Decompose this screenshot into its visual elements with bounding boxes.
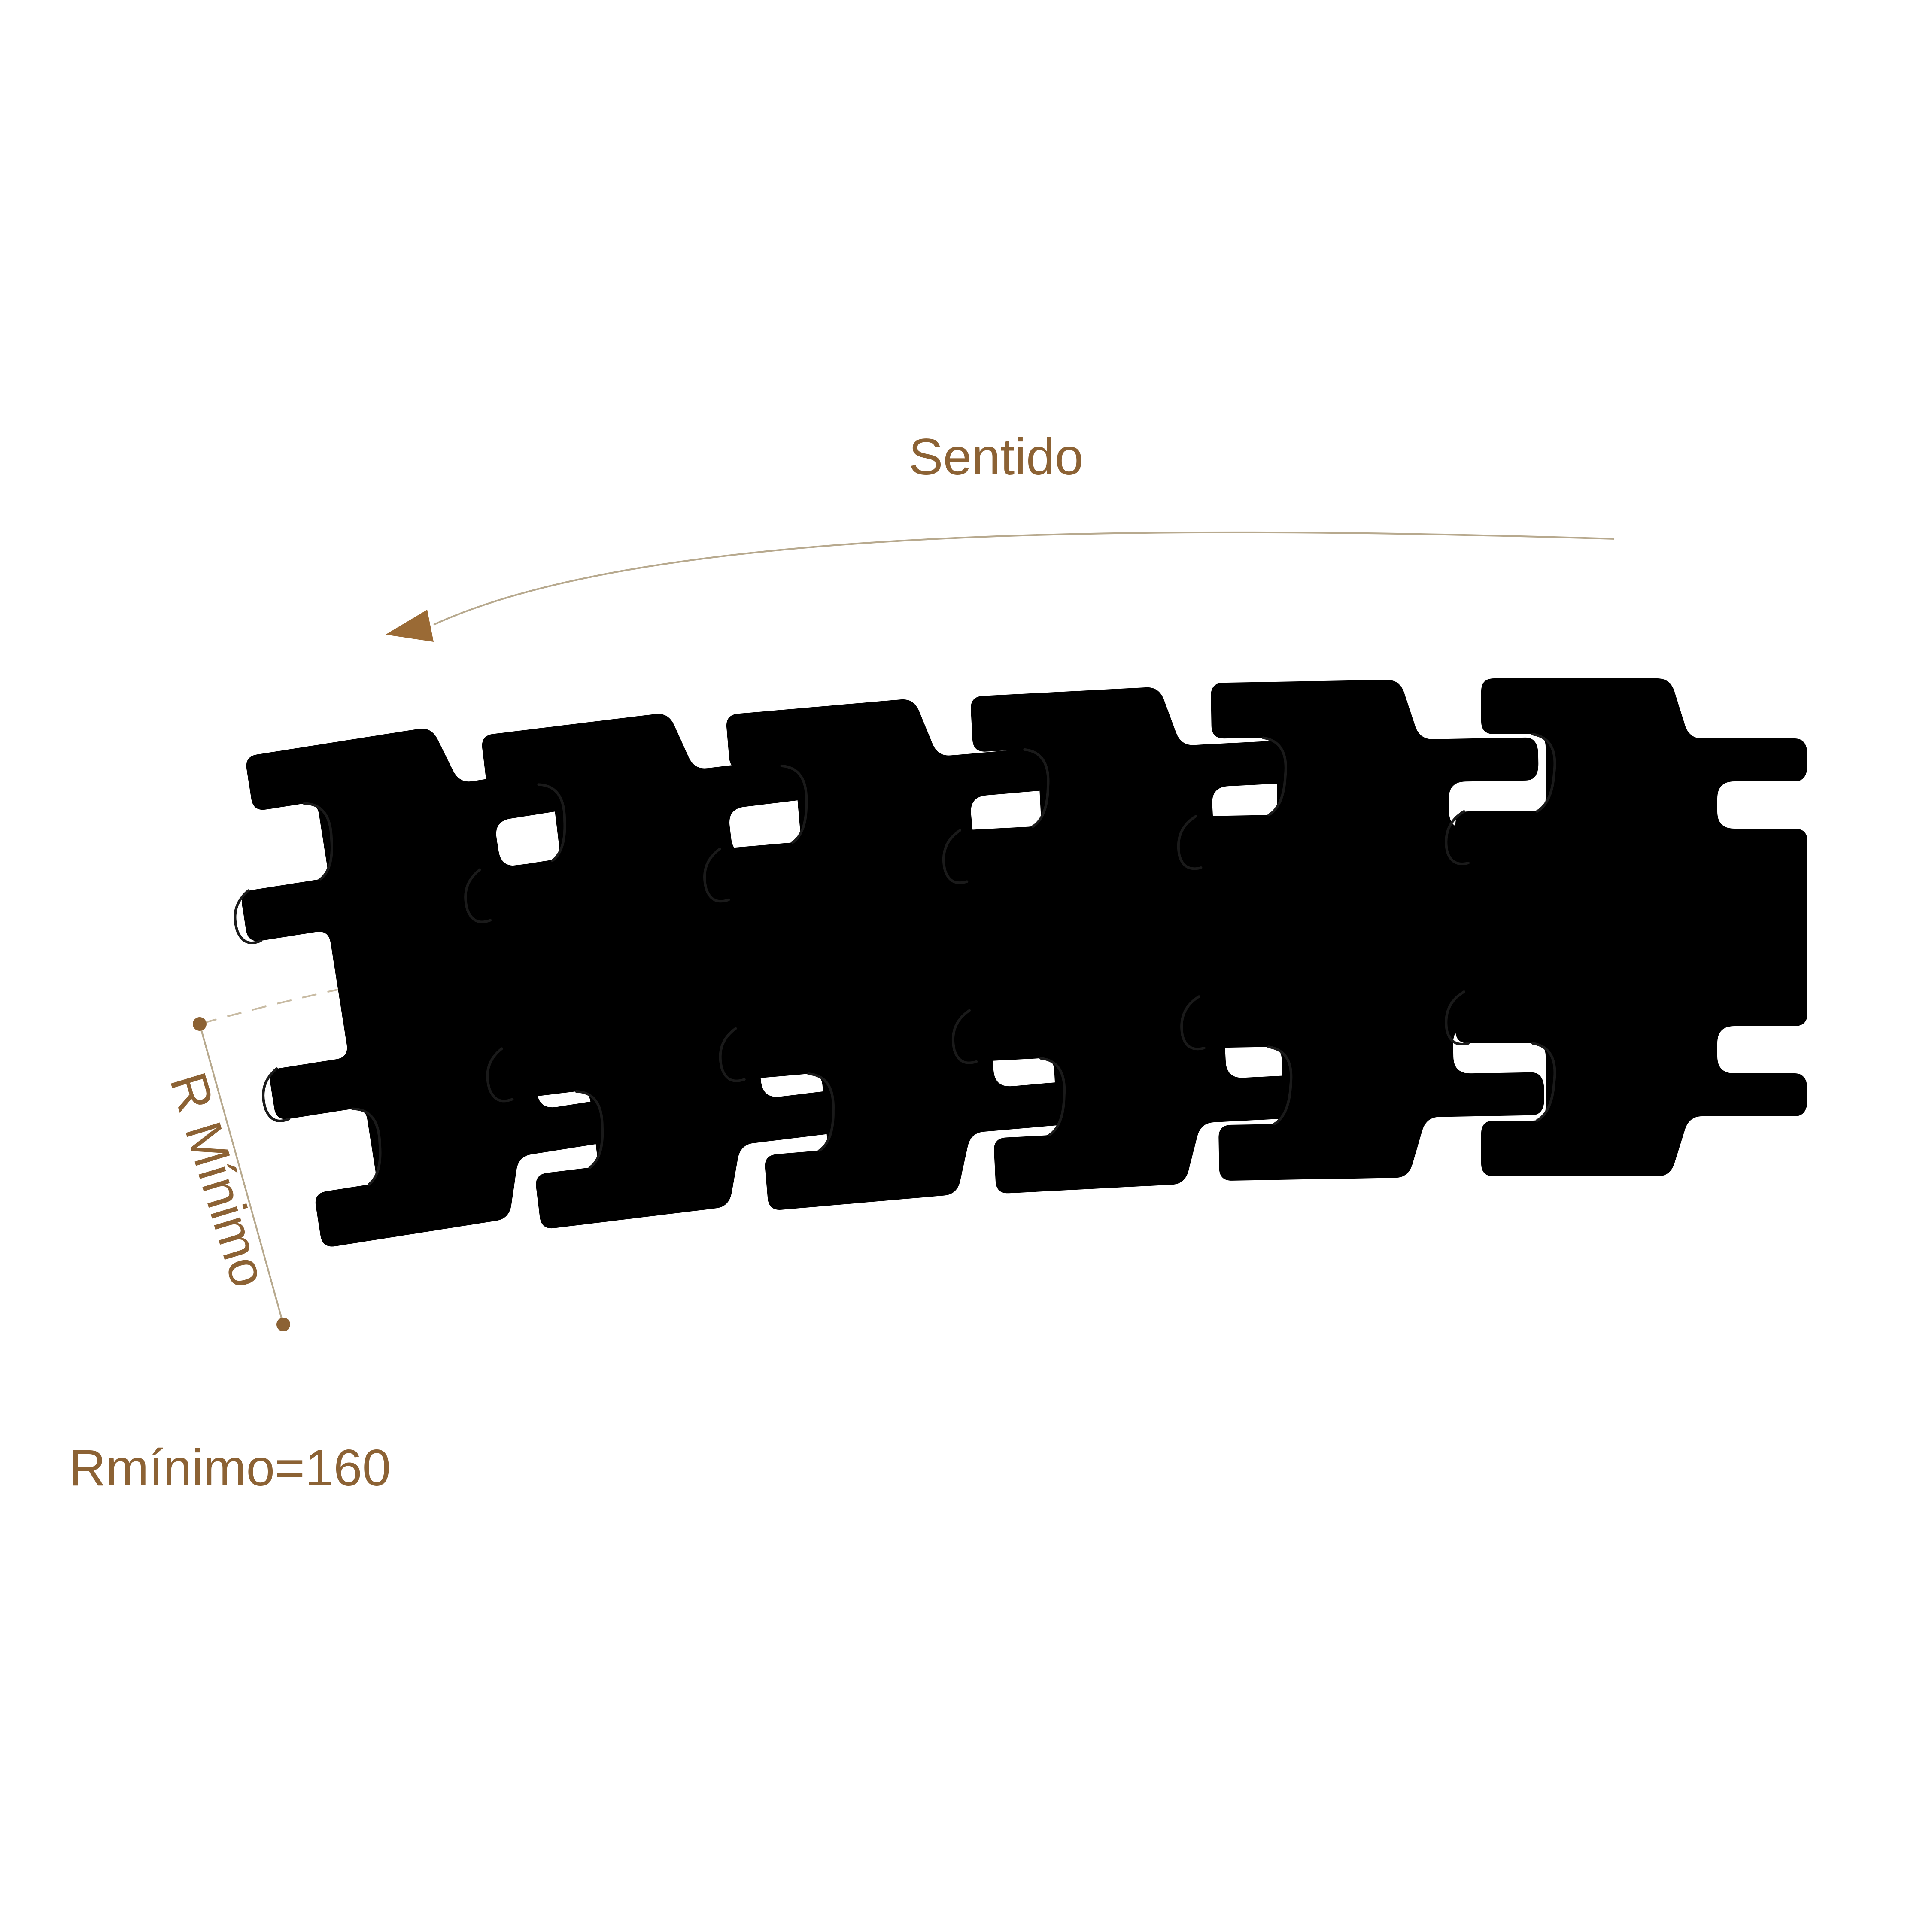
- direction-arrow: [386, 531, 1615, 642]
- formula-label: Rmínimo=160: [69, 1439, 391, 1497]
- radius-label: R Mínimo: [159, 1066, 278, 1294]
- radius-endpoint-top: [193, 1017, 207, 1031]
- chain-links: [210, 677, 1807, 1252]
- radius-endpoint-bottom: [276, 1318, 290, 1331]
- direction-label: Sentido: [909, 428, 1084, 486]
